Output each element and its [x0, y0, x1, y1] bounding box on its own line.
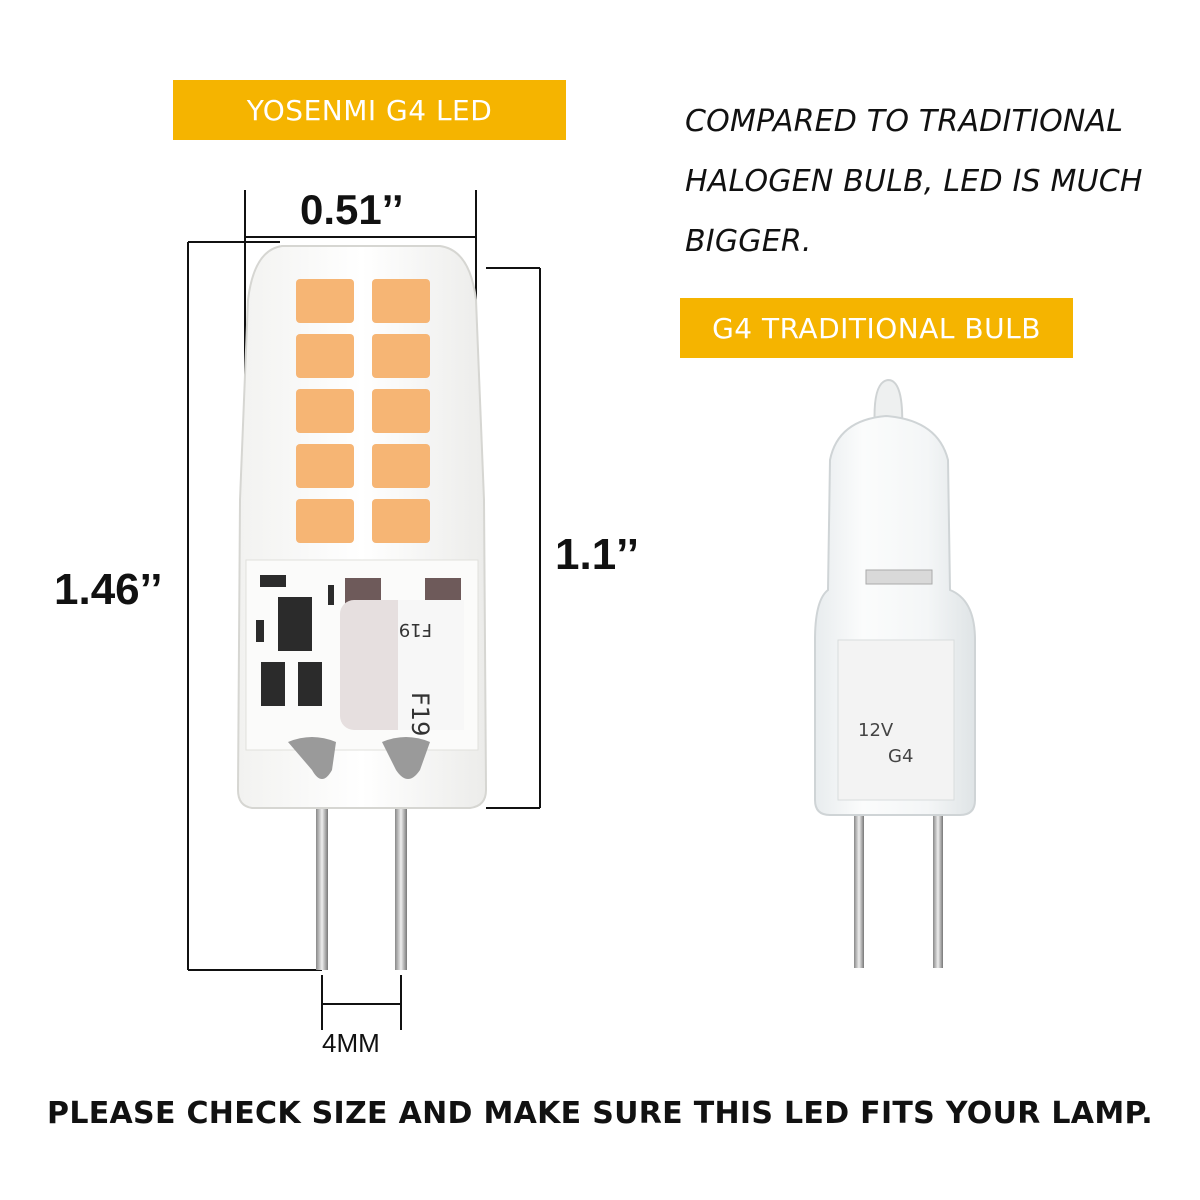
comparison-line-2: HALOGEN BULB, LED IS MUCH	[685, 164, 1143, 199]
led-pin-left	[316, 760, 328, 970]
halogen-seal	[837, 639, 955, 801]
comparison-line-1: COMPARED TO TRADITIONAL	[685, 104, 1124, 139]
halogen-pin-right	[933, 780, 943, 968]
led-chip-grid	[296, 279, 430, 543]
resistor-chip	[260, 575, 286, 587]
driver-ic	[278, 597, 312, 651]
diode-right	[298, 662, 322, 706]
halogen-voltage-mark: 12V	[858, 720, 894, 741]
capacitor-marking-bottom: F19	[406, 692, 434, 736]
led-pin-right	[395, 760, 407, 970]
fit-warning: PLEASE CHECK SIZE AND MAKE SURE THIS LED…	[47, 1096, 1153, 1131]
led-solder-right	[382, 737, 430, 779]
led-solder-left	[288, 737, 336, 779]
total-height-dimension: 1.46’’	[54, 565, 163, 614]
comparison-line-3: BIGGER.	[685, 224, 812, 259]
led-title-label: YOSENMI G4 LED	[173, 80, 566, 140]
diode-left	[261, 662, 285, 706]
comparison-note: COMPARED TO TRADITIONAL HALOGEN BULB, LE…	[685, 92, 1155, 272]
pin-spacing-dimension: 4MM	[322, 1028, 380, 1058]
traditional-bulb-label: G4 TRADITIONAL BULB	[680, 298, 1073, 358]
halogen-bulb: 12V G4	[814, 378, 976, 968]
led-bulb: F19 F19	[236, 245, 488, 970]
body-height-dimension: 1.1’’	[555, 530, 639, 579]
halogen-filament	[865, 569, 933, 585]
led-components	[256, 575, 464, 730]
width-dimension: 0.51’’	[300, 186, 404, 233]
traditional-bulb-text: G4 TRADITIONAL BULB	[712, 311, 1041, 345]
halogen-pin-left	[854, 780, 864, 968]
led-title-text: YOSENMI G4 LED	[246, 93, 493, 127]
capacitor-marking-top: F19	[399, 619, 432, 640]
halogen-base-mark: G4	[888, 746, 913, 767]
